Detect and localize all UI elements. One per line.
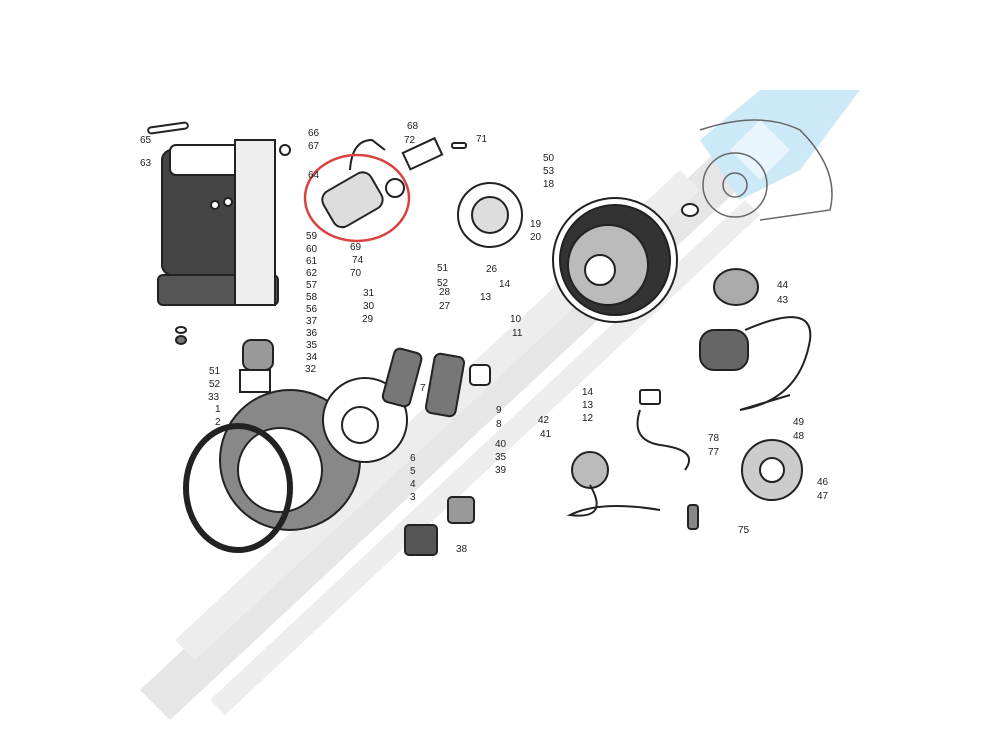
callout-label: 48 (793, 431, 805, 442)
callout-label: 46 (817, 477, 829, 488)
callout-label: 44 (777, 280, 789, 291)
stator-housing (183, 339, 491, 553)
callout-label: 28 (439, 287, 451, 298)
callout-label: 35 (495, 452, 507, 463)
callout-label: 63 (140, 158, 152, 169)
callout-label: 58 (306, 292, 318, 303)
callout-label: 35 (306, 340, 318, 351)
callout-label: 42 (538, 415, 550, 426)
callout-label: 71 (476, 134, 488, 145)
callout-label: 53 (543, 166, 555, 177)
callout-label: 13 (582, 400, 594, 411)
callout-label: 72 (404, 135, 416, 146)
callout-label: 2 (215, 417, 221, 428)
callout-label: 14 (582, 387, 594, 398)
callout-label: 14 (499, 279, 511, 290)
callout-label: 65 (140, 135, 152, 146)
callout-label: 3 (410, 492, 416, 503)
callout-label: 77 (708, 447, 720, 458)
callout-label: 20 (530, 232, 542, 243)
callout-label: 9 (496, 405, 502, 416)
callout-label: 51 (437, 263, 449, 274)
callout-label: 47 (817, 491, 829, 502)
callout-label: 74 (352, 255, 364, 266)
callout-label: 62 (306, 268, 318, 279)
highlight-circle (303, 153, 411, 243)
flywheel (457, 182, 699, 323)
callout-label: 41 (540, 429, 552, 440)
callout-label: 66 (308, 128, 320, 139)
callout-label: 19 (530, 219, 542, 230)
callout-label: 6 (410, 453, 416, 464)
callout-label: 10 (510, 314, 522, 325)
callout-label: 31 (363, 288, 375, 299)
callout-label: 67 (308, 141, 320, 152)
callout-label: 61 (306, 256, 318, 267)
ignition-coil-highlighted (321, 136, 467, 229)
callout-label: 40 (495, 439, 507, 450)
callout-label: 12 (582, 413, 594, 424)
callout-label: 38 (456, 544, 468, 555)
callout-label: 52 (437, 278, 449, 289)
callout-label: 57 (306, 280, 318, 291)
callout-label: 68 (407, 121, 419, 132)
callout-label: 50 (543, 153, 555, 164)
callout-label: 69 (350, 242, 362, 253)
callout-label: 59 (306, 231, 318, 242)
callout-label: 60 (306, 244, 318, 255)
callout-label: 26 (486, 264, 498, 275)
callout-label: 27 (439, 301, 451, 312)
battery (147, 121, 291, 345)
callout-label: 64 (308, 170, 320, 181)
callout-label: 52 (209, 379, 221, 390)
callout-label: 32 (305, 364, 317, 375)
callout-label: 36 (306, 328, 318, 339)
callout-label: 33 (208, 392, 220, 403)
callout-label: 34 (306, 352, 318, 363)
callout-label: 5 (410, 466, 416, 477)
callout-label: 8 (496, 419, 502, 430)
callout-label: 30 (363, 301, 375, 312)
callout-label: 51 (209, 366, 221, 377)
callout-label: 39 (495, 465, 507, 476)
callout-label: 56 (306, 304, 318, 315)
callout-label: 1 (215, 404, 221, 415)
fan-cover (699, 119, 833, 221)
callout-label: 7 (420, 383, 426, 394)
callout-label: 29 (362, 314, 374, 325)
callout-label: 13 (480, 292, 492, 303)
misc-parts (404, 268, 812, 556)
callout-label: 70 (350, 268, 362, 279)
callout-label: 18 (543, 179, 555, 190)
callout-label: 78 (708, 433, 720, 444)
callout-label: 75 (738, 525, 750, 536)
callout-label: 49 (793, 417, 805, 428)
callout-label: 43 (777, 295, 789, 306)
callout-label: 4 (410, 479, 416, 490)
callout-label: 37 (306, 316, 318, 327)
callout-label: 11 (512, 328, 523, 339)
